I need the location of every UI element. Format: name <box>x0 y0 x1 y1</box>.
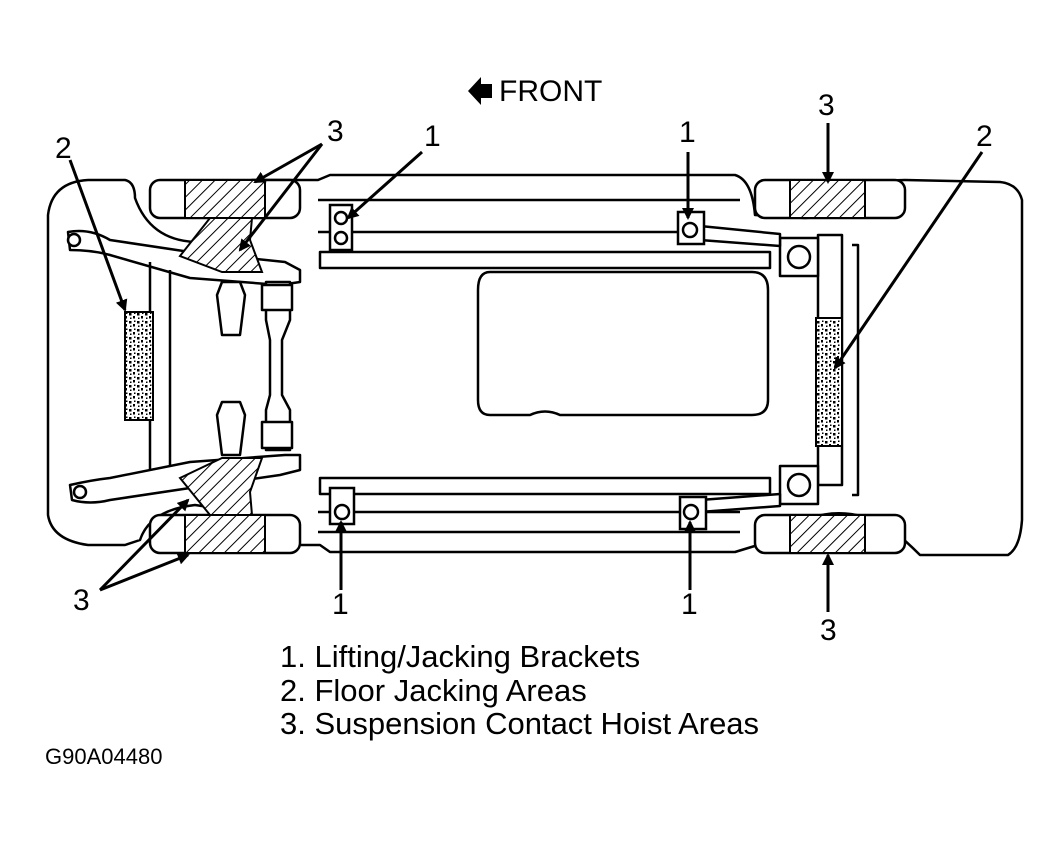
sill-upper <box>318 198 740 234</box>
figure-code: G90A04480 <box>45 744 162 769</box>
frame-rail-lower <box>318 476 772 496</box>
floor-jacking-area-front <box>124 311 154 421</box>
hoist-area-tire-rear-left <box>789 179 866 219</box>
legend-item-3: 3. Suspension Contact Hoist Areas <box>280 706 759 741</box>
callout-3: 3 <box>818 89 835 122</box>
callout-leaders <box>68 123 984 612</box>
callout-3: 3 <box>73 584 90 617</box>
leader-3-front-right-arm <box>98 498 190 592</box>
callout-3: 3 <box>820 614 837 647</box>
leader-3-front-right-tire <box>99 553 190 592</box>
front-arrow-icon <box>468 77 492 105</box>
cv-boot-upper <box>260 283 294 312</box>
leader-1-front-left <box>346 150 423 220</box>
callout-1: 1 <box>679 116 696 149</box>
shock-mount-upper <box>215 280 247 337</box>
callout-1: 1 <box>681 588 698 621</box>
front-indicator: FRONT <box>468 75 602 108</box>
cv-boot-lower <box>260 420 294 450</box>
floor-jacking-areas <box>124 311 843 447</box>
suspension-hoist-areas <box>178 179 866 554</box>
callout-2: 2 <box>55 132 72 165</box>
bracket-front-left <box>328 203 354 252</box>
bracket-rear-right <box>678 495 708 531</box>
leader-3-front-left-tire <box>253 142 323 184</box>
sill-lower <box>318 510 740 534</box>
shock-mount-lower <box>215 400 247 457</box>
bracket-front-right <box>328 486 356 526</box>
legend-item-2: 2. Floor Jacking Areas <box>280 673 587 708</box>
arm-bushing <box>66 232 82 248</box>
callout-1: 1 <box>332 588 349 621</box>
hoist-area-tire-front-left <box>184 179 266 219</box>
bracket-rear-left <box>676 210 706 246</box>
hoist-area-tire-rear-right <box>789 514 866 554</box>
callout-numbers: 1 1 1 1 2 2 3 3 3 3 <box>55 89 993 647</box>
floor-pan <box>476 270 770 417</box>
rear-spring-seat-ring <box>786 472 812 498</box>
rear-spring-seat-ring <box>786 244 812 270</box>
legend: 1. Lifting/Jacking Brackets 2. Floor Jac… <box>280 639 759 741</box>
floor-jacking-area-rear <box>815 317 843 447</box>
front-label: FRONT <box>499 75 602 108</box>
hoist-area-front-arm-upper <box>178 217 264 273</box>
legend-item-1: 1. Lifting/Jacking Brackets <box>280 639 640 674</box>
rear-stabilizer-bar <box>852 243 860 497</box>
hoist-area-tire-front-right <box>184 514 266 554</box>
hoist-area-front-arm-lower <box>178 457 264 516</box>
leader-2-rear <box>833 151 984 370</box>
vehicle-body <box>46 173 1024 557</box>
steering-rack <box>264 280 292 452</box>
frame-rail-upper <box>318 250 772 270</box>
leader-3-front-left-arm <box>238 143 324 252</box>
arm-bushing <box>72 484 88 500</box>
callout-2: 2 <box>976 120 993 153</box>
leader-2-front <box>68 159 128 312</box>
callout-3: 3 <box>327 115 344 148</box>
callout-1: 1 <box>424 120 441 153</box>
